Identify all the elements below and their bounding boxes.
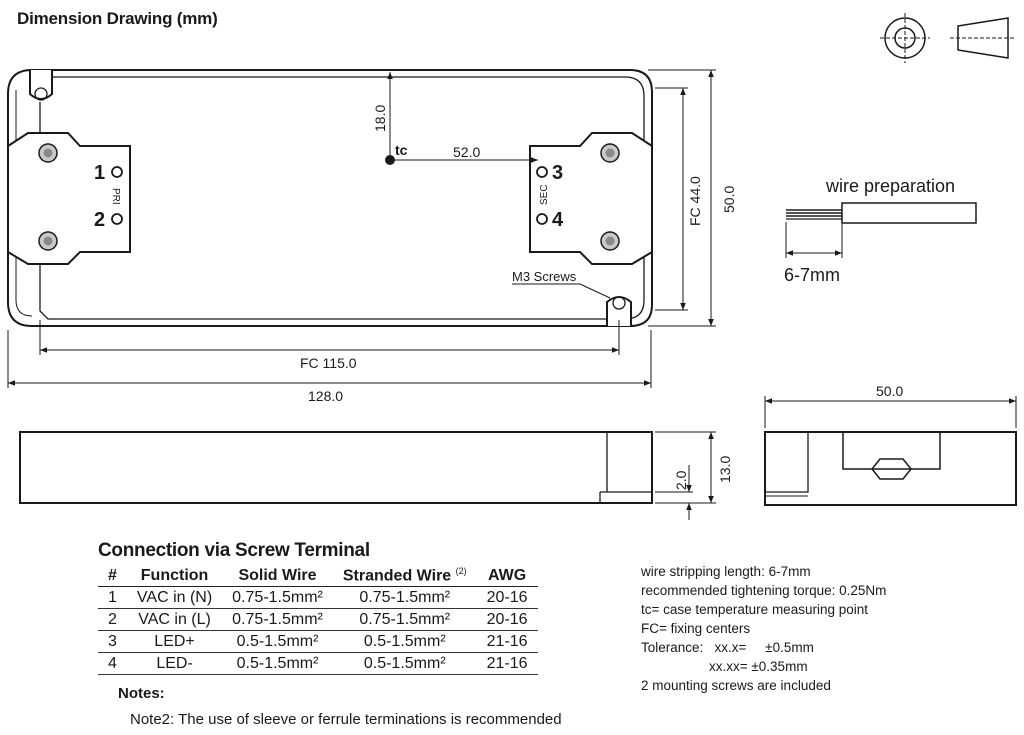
cell-solid-wire: 0.5-1.5mm² [222,630,333,653]
secondary-terminal-block: 3 4 SEC [529,132,653,265]
cell-function: VAC in (L) [126,608,223,631]
screw-icon [38,231,58,251]
table-row: 2 VAC in (L) 0.75-1.5mm² 0.75-1.5mm² 20-… [98,608,538,631]
side-view-dimensions [655,431,716,520]
dim-height: 50.0 [721,186,737,213]
cell-function: VAC in (N) [126,586,223,609]
cell-function: LED+ [126,630,223,653]
cell-number: 1 [98,586,127,609]
table-row: 3 LED+ 0.5-1.5mm² 0.5-1.5mm² 21-16 [98,630,538,653]
cell-number: 4 [98,652,127,675]
table-row: 4 LED- 0.5-1.5mm² 0.5-1.5mm² 21-16 [98,652,538,675]
table-row: 1 VAC in (N) 0.75-1.5mm² 0.75-1.5mm² 20-… [98,586,538,609]
table-header-row: # Function Solid Wire Stranded Wire (2) … [98,565,538,587]
screw-icon [38,143,58,163]
info-line: tc= case temperature measuring point [641,602,868,617]
terminal-1-label: 1 [94,162,105,184]
top-view-length-dimensions [7,320,652,388]
cell-solid-wire: 0.75-1.5mm² [222,608,333,631]
cell-stranded-wire: 0.5-1.5mm² [332,630,477,653]
info-line: recommended tightening torque: 0.25Nm [641,583,887,598]
info-line: Tolerance: xx.x= ±0.5mm [641,640,814,655]
dim-fc-height: FC 44.0 [687,176,703,226]
screw-icon [600,143,620,163]
m3-screws-label: M3 Screws [512,269,577,284]
dim-tc-horizontal: 52.0 [453,144,480,160]
header-solid-wire: Solid Wire [222,565,333,587]
terminal-4-label: 4 [552,209,564,231]
page-title: Dimension Drawing (mm) [17,9,218,28]
cell-awg: 21-16 [476,630,538,653]
dim-tc-vertical: 18.0 [372,105,388,132]
notes-label: Notes: [118,685,165,702]
primary-terminal-block: 1 2 PRI [7,132,131,265]
cell-awg: 21-16 [476,652,538,675]
cell-awg: 20-16 [476,586,538,609]
cell-solid-wire: 0.75-1.5mm² [222,586,333,609]
cell-function: LED- [126,652,223,675]
top-view-housing [7,69,653,327]
info-line: xx.xx= ±0.35mm [709,659,808,674]
screw-icon [600,231,620,251]
dim-base: 2.0 [673,470,689,490]
terminal-3-label: 3 [552,162,563,184]
dim-end-width: 50.0 [876,383,903,399]
wire-preparation-label: wire preparation [825,176,955,196]
cell-stranded-wire: 0.75-1.5mm² [332,586,477,609]
tc-label: tc [395,142,408,158]
header-function: Function [126,565,223,587]
cell-number: 2 [98,608,127,631]
cell-solid-wire: 0.5-1.5mm² [222,652,333,675]
dim-side-height: 13.0 [717,456,733,483]
cell-stranded-wire: 0.75-1.5mm² [332,608,477,631]
end-view [764,431,1017,506]
note-mark: (2) [455,565,467,576]
info-line: 2 mounting screws are included [641,678,831,693]
top-view-height-dimensions [648,69,716,327]
projection-symbol-icon [880,13,1016,63]
cell-number: 3 [98,630,127,653]
header-awg: AWG [476,565,538,587]
dim-fc-length: FC 115.0 [300,355,357,371]
side-view [19,431,653,504]
sec-label: SEC [539,184,550,205]
header-stranded-wire: Stranded Wire (2) [332,565,477,587]
terminal-2-label: 2 [94,209,105,231]
connection-table: # Function Solid Wire Stranded Wire (2) … [98,565,538,675]
info-notes: wire stripping length: 6-7mm recommended… [641,562,886,695]
pri-label: PRI [110,188,121,205]
wire-illustration [785,202,977,258]
connection-title: Connection via Screw Terminal [98,540,370,561]
end-view-dimensions [764,396,1017,428]
cell-stranded-wire: 0.5-1.5mm² [332,652,477,675]
cell-awg: 20-16 [476,608,538,631]
info-line: wire stripping length: 6-7mm [641,564,811,579]
header-number: # [98,565,127,587]
dim-strip-length: 6-7mm [784,265,840,285]
header-stranded-label: Stranded Wire [342,567,452,585]
tc-dimensions [385,72,538,165]
info-line: FC= fixing centers [641,621,751,636]
note-2: Note2: The use of sleeve or ferrule term… [130,711,562,728]
dim-length: 128.0 [308,388,343,404]
